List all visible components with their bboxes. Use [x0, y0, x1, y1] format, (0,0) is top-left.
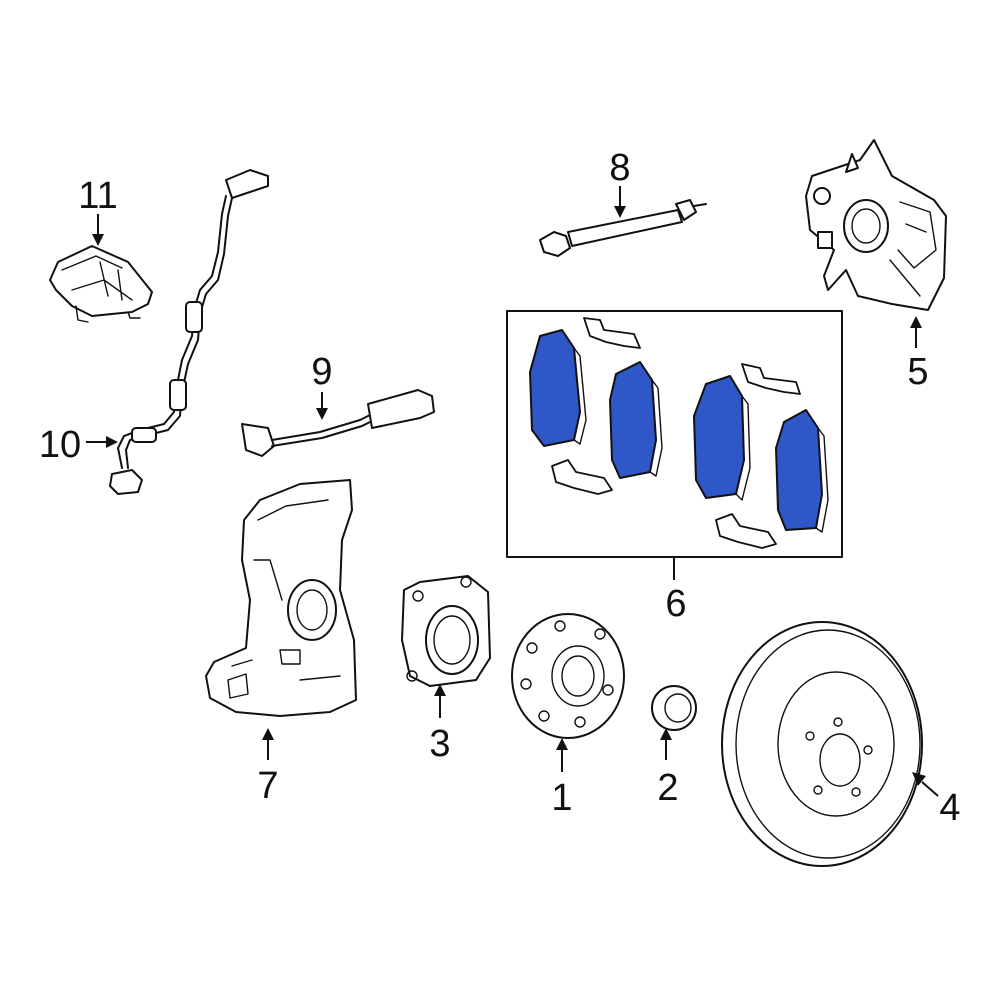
callout-8: 8 — [609, 147, 630, 189]
callout-9: 9 — [311, 351, 332, 393]
callout-7: 7 — [257, 765, 278, 807]
part-7-splash-shield[interactable] — [205, 479, 357, 717]
callout-2: 2 — [657, 767, 678, 809]
part-1-hub-flange[interactable] — [511, 613, 625, 739]
callout-4: 4 — [939, 787, 960, 829]
part-5-caliper[interactable] — [805, 139, 947, 311]
part-9-wear-sensor[interactable] — [241, 389, 435, 457]
part-6-brake-pad-kit[interactable] — [506, 310, 843, 558]
callout-6: 6 — [665, 583, 686, 625]
part-4-rotor[interactable] — [721, 621, 923, 867]
callout-11: 11 — [78, 175, 117, 217]
callout-5: 5 — [907, 351, 928, 393]
callout-10: 10 — [39, 424, 81, 466]
part-3-hub-bearing[interactable] — [401, 575, 491, 687]
part-2-cap[interactable] — [651, 685, 697, 731]
callout-3: 3 — [429, 723, 450, 765]
callouts: 11 10 9 8 5 6 7 3 1 2 4 — [39, 147, 961, 829]
part-10-speed-sensor-cable[interactable] — [109, 169, 269, 495]
part-11-bracket[interactable] — [49, 245, 153, 323]
callout-1: 1 — [551, 777, 572, 819]
part-8-guide-bolt[interactable] — [539, 199, 707, 257]
leader-lines — [86, 186, 939, 797]
